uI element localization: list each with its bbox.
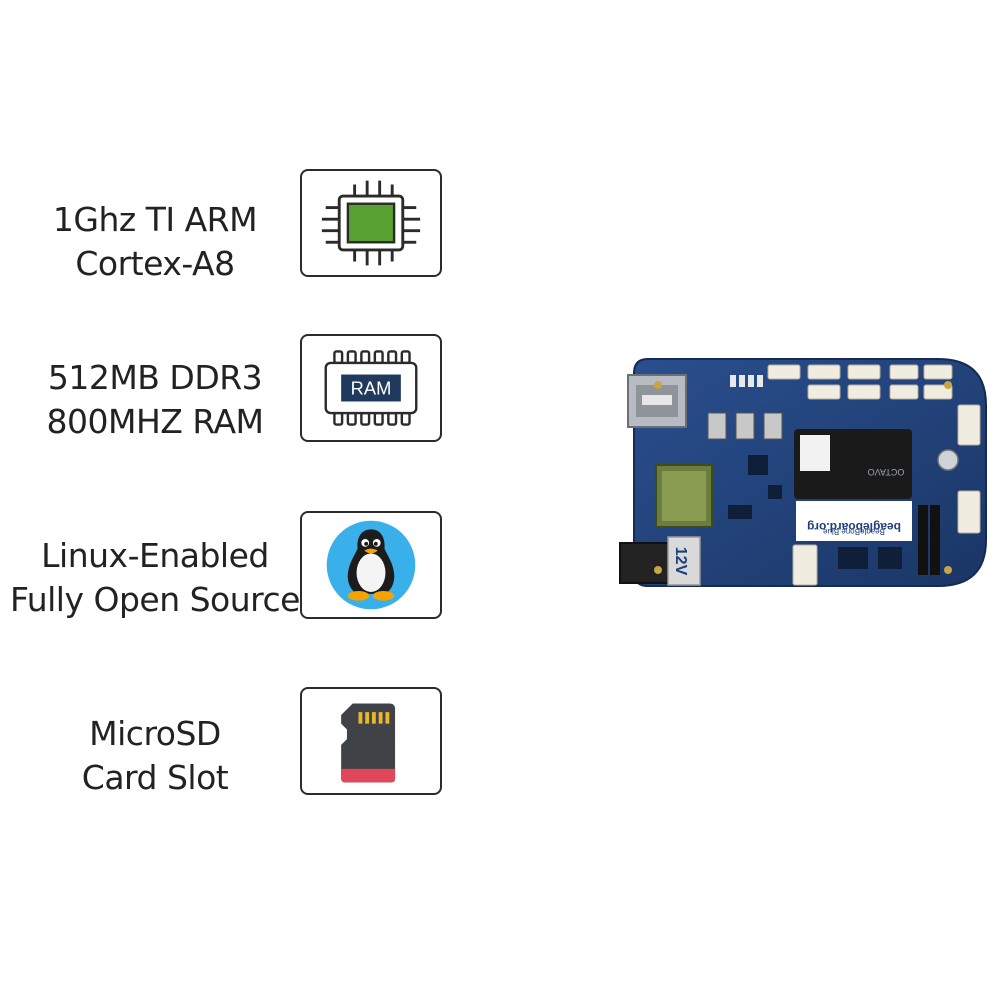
feature-label-cpu: 1Ghz TI ARM Cortex-A8 — [0, 198, 310, 286]
sd-icon-box — [300, 687, 442, 795]
feature-line: 800MHZ RAM — [46, 402, 264, 441]
feature-label-ram: 512MB DDR3 800MHZ RAM — [0, 356, 310, 444]
microsd-card-icon — [341, 703, 396, 783]
feature-line: Linux-Enabled — [41, 536, 269, 575]
cpu-chip-icon — [321, 180, 421, 266]
feature-line: Fully Open Source — [10, 580, 300, 619]
beaglebone-board-image: 12V OCTAVO beagleboard.org BeagleBone Bl… — [619, 358, 987, 587]
linux-penguin-icon — [326, 520, 416, 610]
feature-line: MicroSD — [89, 714, 221, 753]
ram-badge: RAM — [351, 378, 392, 399]
ram-icon-box: RAM — [300, 334, 442, 442]
brand-label: beagleboard.org — [807, 520, 901, 534]
feature-line: Card Slot — [81, 758, 229, 797]
linux-icon-box — [300, 511, 442, 619]
chip-label: OCTAVO — [868, 467, 905, 477]
feature-line: Cortex-A8 — [75, 244, 235, 283]
power-label: 12V — [672, 547, 689, 576]
model-label: BeagleBone Blue — [823, 527, 885, 536]
feature-label-sd: MicroSD Card Slot — [0, 712, 310, 800]
feature-line: 512MB DDR3 — [47, 358, 263, 397]
ram-module-icon: RAM — [324, 350, 418, 426]
feature-line: 1Ghz TI ARM — [52, 200, 258, 239]
feature-label-linux: Linux-Enabled Fully Open Source — [0, 534, 310, 622]
cpu-icon-box — [300, 169, 442, 277]
